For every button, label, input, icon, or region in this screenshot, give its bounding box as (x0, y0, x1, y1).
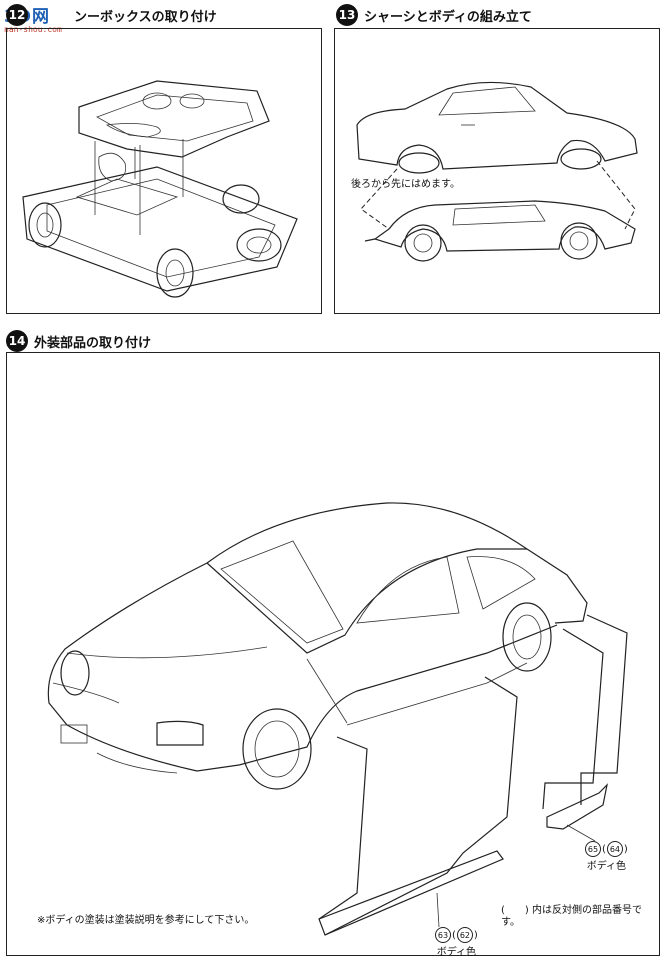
part-label-65: 65 (64) ボディ色 (585, 841, 628, 872)
step14-title: 外装部品の取り付け (34, 335, 152, 351)
step13-heading: 13 シャーシとボディの組み立て (336, 4, 532, 26)
step13-panel: 後ろから先にはめます。 (334, 28, 660, 314)
part-number-62: 62 (456, 927, 473, 943)
step14-number: 14 (6, 330, 28, 352)
step13-note: 後ろから先にはめます。 (351, 179, 460, 190)
step12-chassis-illustration (22, 80, 298, 298)
step12-title: ンーボックスの取り付け (74, 9, 217, 25)
step13-chassis-illustration (360, 160, 636, 262)
step13-number: 13 (336, 4, 358, 26)
part-number-63: 63 (435, 927, 451, 943)
paint-note: ※ボディの塗装は塗装説明を参考にして下さい。 (37, 915, 255, 926)
step12-number: 12 (6, 4, 28, 26)
part-label-63: 63 (62) ボディ色 (435, 927, 478, 958)
step14-car-illustration (47, 502, 628, 936)
step13-title: シャーシとボディの組み立て (364, 9, 532, 25)
step12-heading: 12 ンーボックスの取り付け (6, 4, 217, 26)
step13-body-illustration (356, 81, 638, 174)
step12-panel (6, 28, 322, 314)
watermark-url: nan-shou.com (4, 25, 62, 34)
part-number-64: 64 (606, 841, 623, 857)
part-color-65: ボディ色 (586, 861, 627, 872)
opposite-part-note: ( ) 内は反対側の部品番号です。 (501, 905, 642, 928)
part-number-65: 65 (585, 841, 601, 857)
step14-heading: 14 外装部品の取り付け (6, 330, 151, 352)
step14-panel: 65 (64) ボディ色 63 (62) ボディ色 ※ボディの塗装は塗装説明を参… (6, 352, 660, 958)
part-color-63: ボディ色 (436, 947, 477, 958)
